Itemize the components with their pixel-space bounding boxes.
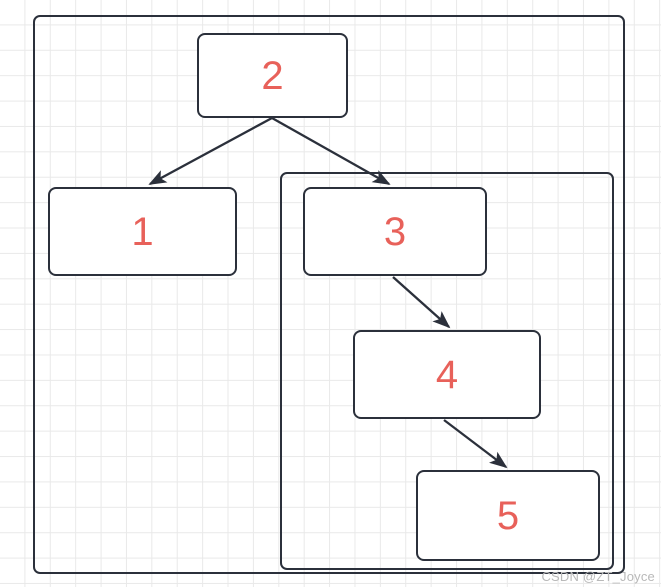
node-box-3[interactable]: 3 xyxy=(303,187,487,276)
node-label-5: 5 xyxy=(496,493,520,538)
outer-container-box[interactable] xyxy=(33,15,625,574)
node-label-3: 3 xyxy=(383,209,407,254)
node-box-1[interactable]: 1 xyxy=(48,187,237,276)
node-box-4[interactable]: 4 xyxy=(353,330,541,419)
node-label-2: 2 xyxy=(261,53,284,98)
watermark-text: CSDN @ZT_Joyce xyxy=(541,569,655,584)
node-label-4: 4 xyxy=(435,352,459,397)
node-label-1: 1 xyxy=(131,209,154,254)
node-box-5[interactable]: 5 xyxy=(416,470,600,561)
node-box-2[interactable]: 2 xyxy=(197,33,348,118)
inner-container-box[interactable] xyxy=(280,172,614,570)
